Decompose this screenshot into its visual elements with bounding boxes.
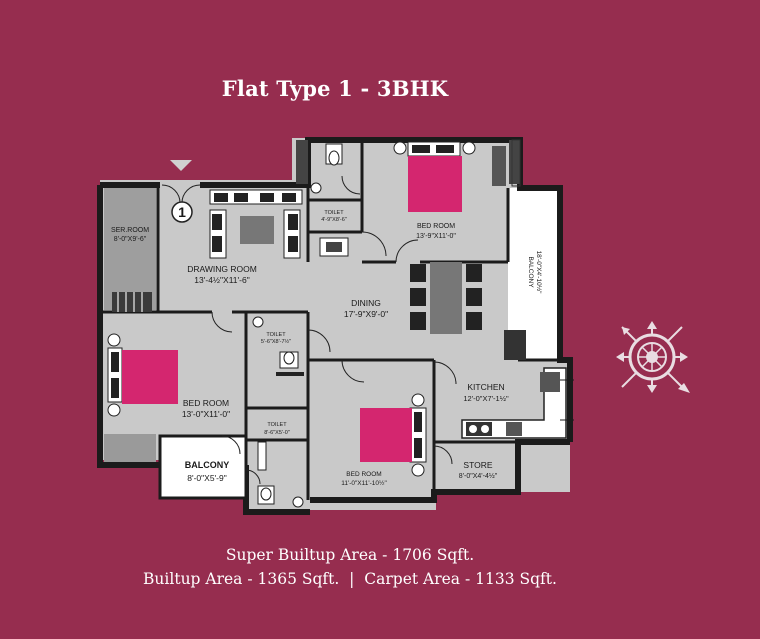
drawing-room-name: DRAWING ROOM [187, 264, 257, 274]
store-name: STORE [463, 460, 492, 470]
balcony-left-size: 8'-0"X5'-9" [187, 473, 227, 483]
plan-title: Flat Type 1 - 3BHK [221, 76, 449, 101]
toilet-low-name: TOILET [267, 422, 287, 428]
toilet-top-size: 4'-9"X8'-6" [321, 217, 347, 223]
left-balcony-area [158, 434, 248, 500]
compass-rose-icon [616, 321, 690, 393]
ser-room-fill [104, 188, 156, 310]
toilet-mid-name: TOILET [266, 332, 286, 338]
bed-room-left-name: BED ROOM [183, 398, 229, 408]
top-wardrobe [492, 146, 506, 186]
kitchen-counter [461, 367, 567, 439]
bottom-bed-icon [360, 393, 427, 477]
carpet-area: Carpet Area - 1133 Sqft. [364, 570, 557, 588]
builtup-area: Builtup Area - 1365 Sqft. [143, 570, 340, 588]
bed-room-bottom-name: BED ROOM [346, 471, 381, 478]
sofa-set-icon [209, 189, 303, 259]
top-toilet-fixtures [310, 143, 349, 257]
balcony-railing [511, 139, 574, 421]
toilet-mid-size: 5'-6"X8'-7½" [261, 338, 291, 345]
ser-room-name: SER.ROOM [111, 227, 149, 234]
mid-toilet-fixtures [252, 316, 304, 508]
entry-arrow-icon [161, 160, 201, 204]
top-bed-icon [393, 141, 476, 212]
door-swings [211, 175, 457, 485]
dining-size: 17'-9"X9'-0" [344, 309, 388, 319]
bed-room-top-name: BED ROOM [417, 223, 455, 230]
dining-name: DINING [351, 298, 381, 308]
area-separator: | [349, 570, 355, 588]
drawing-room-size: 13'-4½"X11'-6" [194, 275, 249, 285]
toilet-low-size: 8'-6"X5'-0" [264, 430, 290, 436]
balcony-right-name: BALCONY [527, 256, 534, 288]
inner-walls [100, 140, 570, 500]
store-size: 8'-0"X4'-4½" [459, 472, 498, 480]
bed-room-left-size: 13'-0"X11'-0" [182, 409, 230, 419]
unit-number: 1 [178, 204, 186, 220]
bed-room-top-size: 13'-9"X11'-0" [416, 233, 456, 240]
toilet-top-name: TOILET [324, 210, 344, 216]
kitchen-name: KITCHEN [467, 382, 504, 392]
ser-room-size: 8'-0"X9'-6" [114, 236, 147, 243]
left-bed-icon [107, 333, 178, 417]
room-labels: SER.ROOM 8'-0"X9'-6" DRAWING ROOM 13'-4½… [111, 210, 543, 487]
bed-room-bottom-size: 11'-0"X11'-10½" [341, 479, 387, 487]
unit-number-badge: 1 [171, 201, 193, 223]
super-builtup-area: Super Builtup Area - 1706 Sqft. [225, 546, 475, 564]
shaft-blocks [104, 140, 526, 462]
balcony-left-name: BALCONY [185, 460, 230, 470]
area-summary: Builtup Area - 1365 Sqft. | Carpet Area … [0, 570, 700, 588]
balcony-right-size: 18'-0"X4'-10½" [535, 251, 543, 295]
dining-table-icon [410, 262, 482, 334]
kitchen-size: 12'-0"X7'-1½" [463, 394, 509, 403]
